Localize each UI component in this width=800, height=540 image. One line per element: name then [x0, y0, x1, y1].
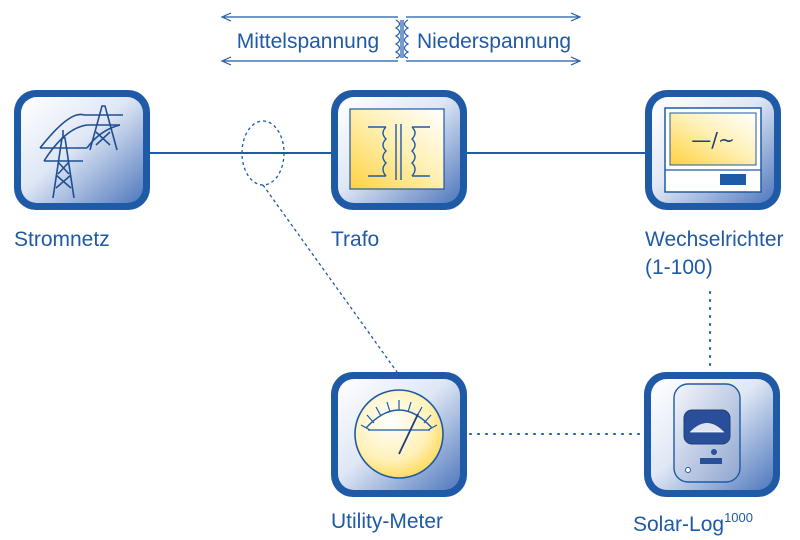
inverter-icon: —/~	[664, 107, 762, 193]
meter-label: Utility-Meter	[331, 510, 444, 533]
bottom-arrow-left-head	[220, 56, 232, 66]
node-grid	[14, 90, 150, 210]
inverter-label: Wechselrichter	[645, 228, 784, 251]
logger-label: Solar-Log1000	[633, 511, 753, 535]
low-voltage-label: Niederspannung	[417, 30, 571, 53]
connections	[148, 120, 711, 435]
measurement-ring	[241, 120, 285, 186]
meter-needle	[398, 413, 419, 455]
top-arrow-right-head	[570, 12, 582, 22]
inverter-symbol: —/~	[691, 128, 735, 152]
node-meter	[331, 372, 467, 497]
node-inverter: —/~	[645, 90, 781, 210]
inverter-count-label: (1-100)	[645, 256, 713, 279]
voltage-header	[220, 12, 582, 66]
logger-label-sup: 1000	[724, 510, 753, 525]
bottom-arrow-right-head	[570, 56, 582, 66]
logger-label-text: Solar-Log	[633, 513, 725, 536]
top-arrow-left-head	[220, 12, 232, 22]
transformer-icon	[368, 124, 430, 180]
header-transformer-icon	[394, 19, 410, 59]
node-logger	[644, 372, 780, 497]
data-logger-icon	[673, 383, 741, 483]
node-transformer	[331, 90, 467, 210]
transformer-label: Trafo	[331, 228, 380, 251]
medium-voltage-label: Mittelspannung	[237, 30, 379, 53]
grid-label: Stromnetz	[14, 228, 110, 251]
power-pylon-icon	[39, 105, 123, 199]
analog-meter-icon	[354, 389, 444, 479]
line-ring-to-meter	[262, 184, 398, 373]
